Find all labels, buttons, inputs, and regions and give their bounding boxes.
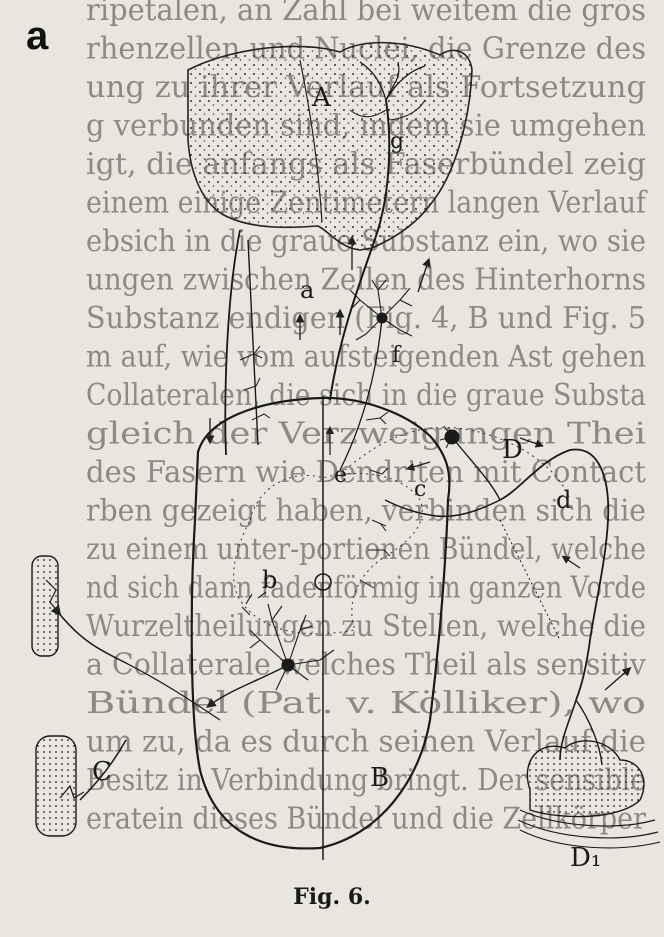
- label-D1: D₁: [570, 843, 601, 873]
- label-d: d: [556, 486, 571, 514]
- label-e: e: [334, 463, 347, 488]
- bleed-through-line: gleich der Verzweigungen Thei: [86, 417, 646, 452]
- bleed-through-line: Wurzeltheilungen zu Stellen, welche die: [86, 609, 646, 644]
- bleed-through-line: nd sich dann fadenförmig im ganzen Vorde: [86, 571, 646, 606]
- label-g: g: [390, 129, 404, 154]
- bleed-through-line: Collateralen, die sich in die graue Subs…: [86, 378, 646, 413]
- label-D: D: [502, 435, 523, 465]
- label-B: B: [370, 763, 389, 793]
- bleed-through-line: Bündel (Pat. v. Kölliker), wo: [86, 686, 646, 721]
- label-A: A: [311, 83, 332, 113]
- bleed-through-line: Substanz endigen (Fig. 4, B und Fig. 5: [86, 301, 646, 336]
- figure-caption: Fig. 6.: [0, 884, 664, 910]
- label-a: a: [300, 276, 314, 304]
- bleed-through-line: a Collaterale welches Theil als sensitiv: [86, 648, 646, 683]
- label-c: c: [414, 477, 426, 502]
- label-C: C: [92, 757, 112, 787]
- bleed-through-line: des Fasern wie Dendriten mit Contact: [86, 455, 646, 490]
- bleed-through-line: ripetalen, an Zahl bei weitem die grös: [86, 0, 646, 28]
- label-b: b: [262, 566, 277, 594]
- panel-label: a: [20, 14, 54, 58]
- bleed-through-line: zu einem unter-portionen Bündel, welche: [86, 532, 646, 567]
- bleed-through-line: m auf, wie vom aufsteigenden Ast gehen: [86, 340, 646, 375]
